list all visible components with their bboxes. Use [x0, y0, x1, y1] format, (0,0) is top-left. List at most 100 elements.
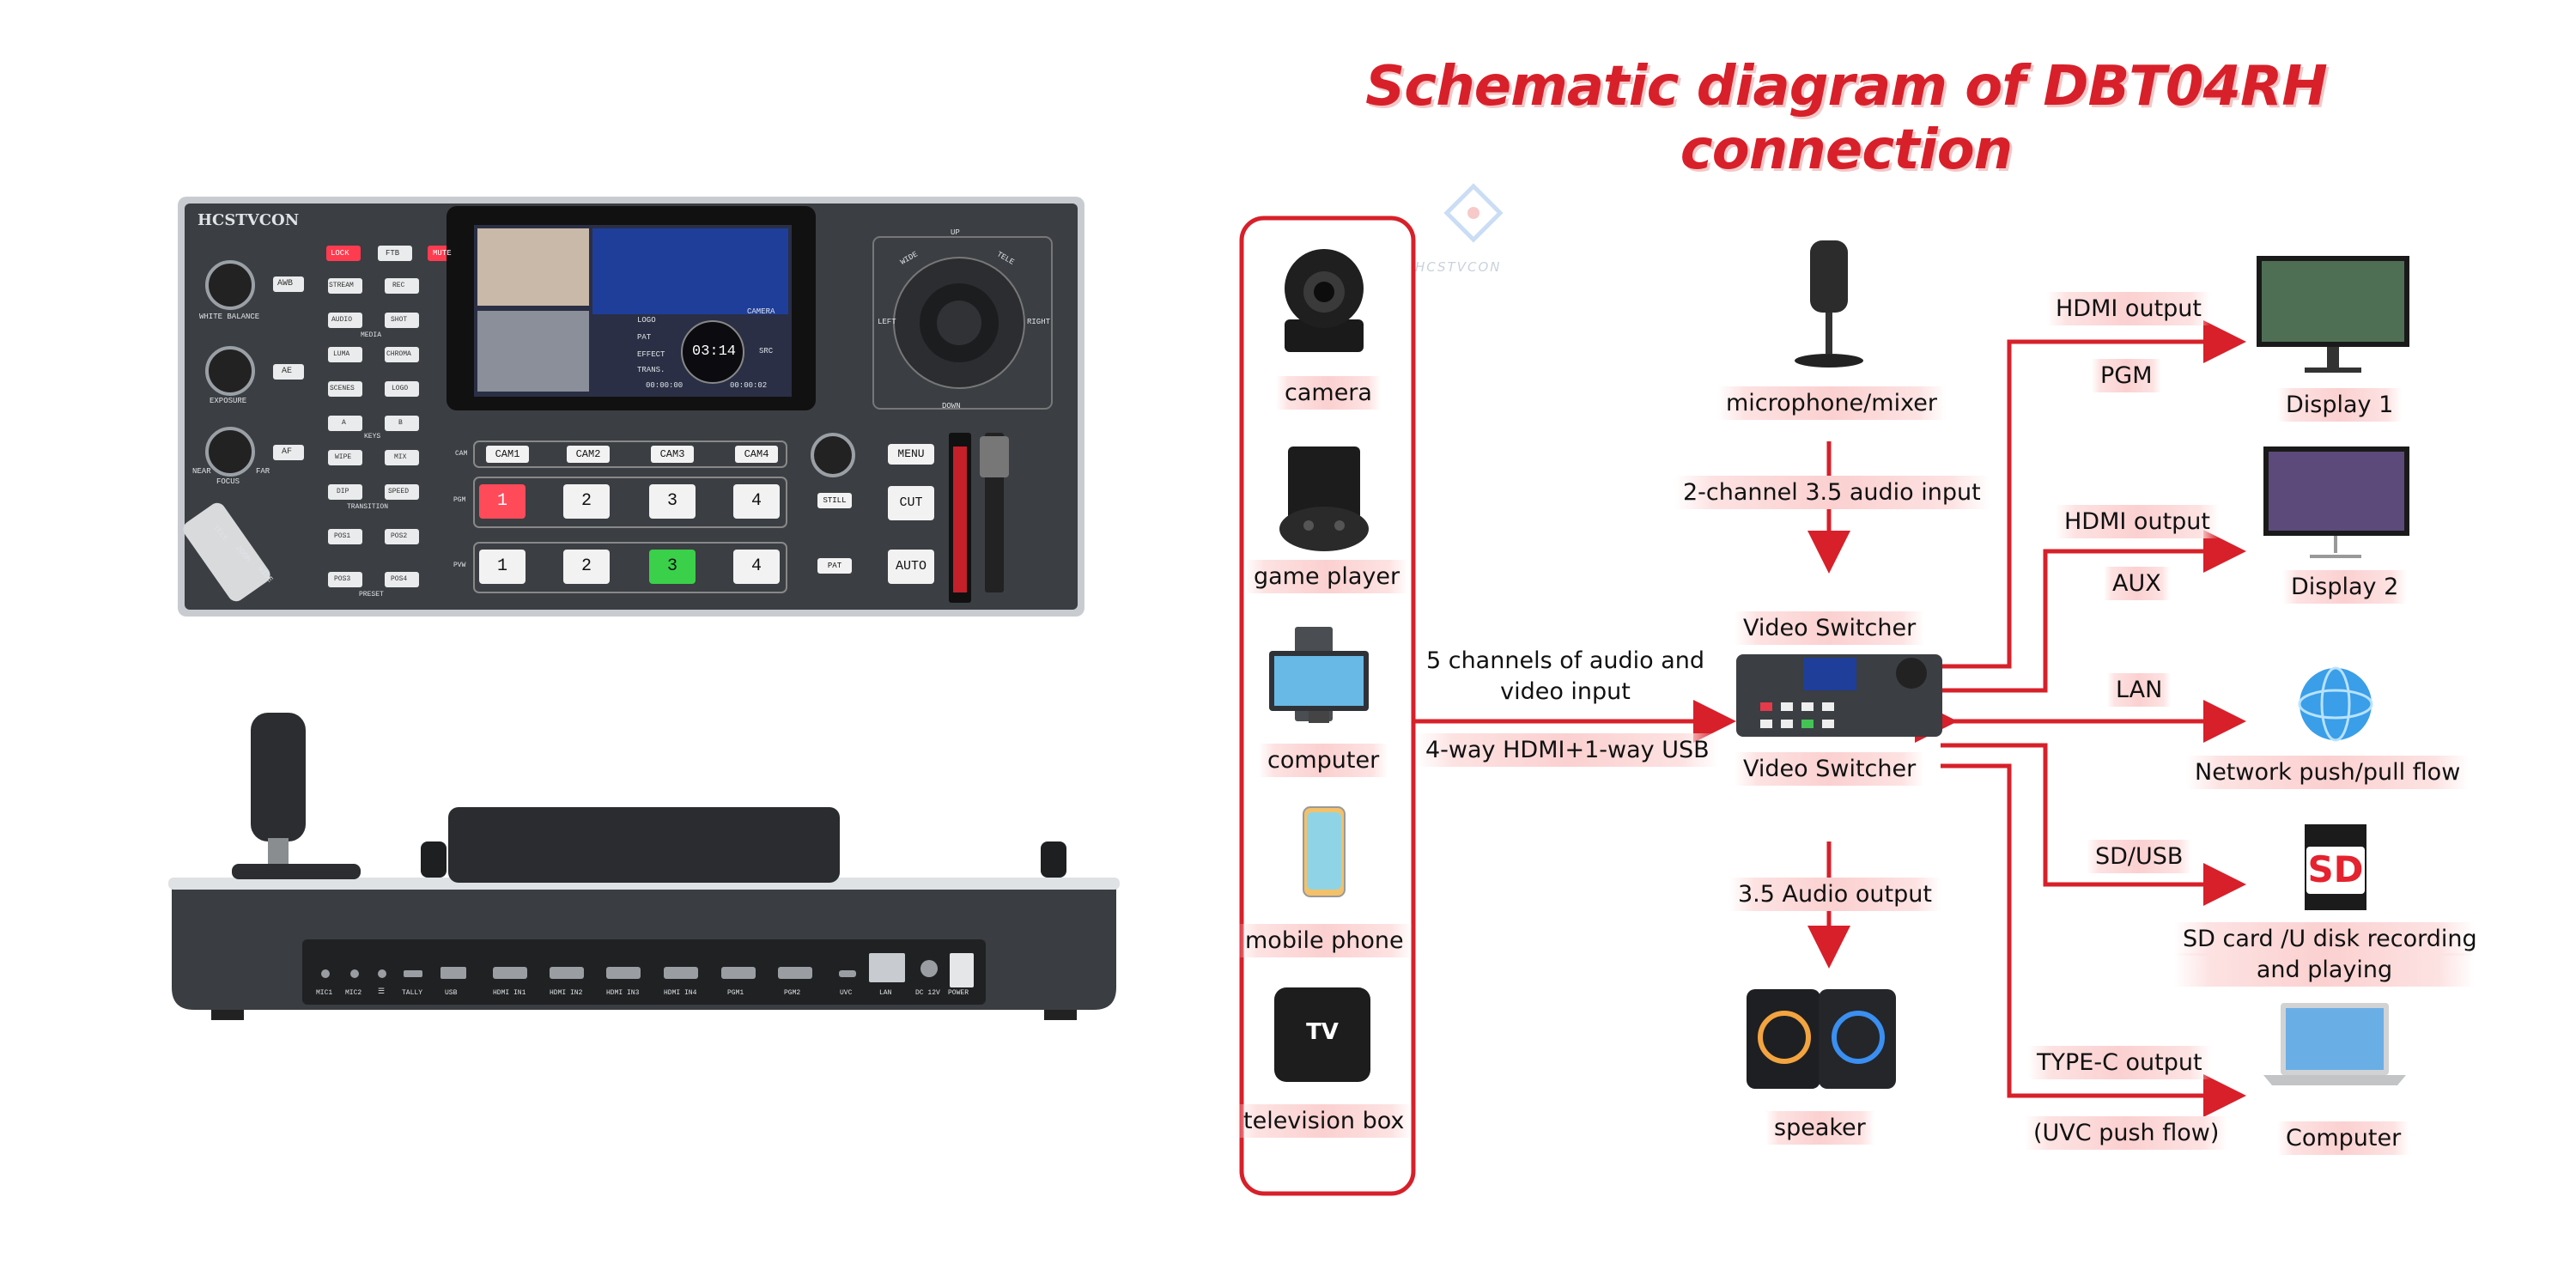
- pos4-button[interactable]: POS4: [391, 575, 408, 583]
- pvw-4-button[interactable]: 4: [733, 550, 780, 584]
- rear-knob-icon: [421, 841, 447, 878]
- cam-row-frame: [473, 440, 787, 468]
- mute-button[interactable]: MUTE: [433, 249, 452, 258]
- port-label: POWER: [948, 989, 969, 997]
- ptz-camera-icon: [1285, 249, 1364, 352]
- preset-section-label: PRESET: [359, 591, 384, 598]
- joystick-frame: [872, 236, 1053, 410]
- rear-screen-housing: [448, 807, 840, 883]
- port-label: USB: [445, 989, 458, 997]
- focus-label: FOCUS: [216, 477, 240, 486]
- rear-foot: [211, 1010, 244, 1020]
- ae-button[interactable]: AE: [282, 367, 293, 376]
- pvw-row-label: PVW: [453, 562, 466, 569]
- pvw-1-button[interactable]: 1: [479, 550, 526, 584]
- auto-button[interactable]: AUTO: [888, 550, 934, 584]
- screen-text: LOGO: [637, 316, 656, 325]
- screen-text: 00:00:00: [646, 381, 683, 390]
- output-link-top: HDMI output: [2047, 292, 2210, 326]
- scenes-button[interactable]: SCENES: [330, 385, 355, 392]
- awb-button[interactable]: AWB: [277, 279, 294, 289]
- monitor-icon: [2263, 447, 2409, 558]
- input-label-line1: 5 channels of audio and: [1425, 647, 1705, 674]
- rear-top-edge: [168, 878, 1120, 890]
- output-link-bottom: AUX: [2104, 567, 2170, 601]
- port-label: MIC2: [345, 989, 362, 997]
- input-label-line3: 4-way HDMI+1-way USB: [1417, 733, 1718, 768]
- pos1-button[interactable]: POS1: [334, 532, 351, 540]
- pgm-1-button[interactable]: 1: [479, 484, 526, 519]
- pgm-row-label: PGM: [453, 496, 466, 504]
- key-a-button[interactable]: A: [342, 419, 346, 427]
- pat-button[interactable]: PAT: [817, 558, 852, 574]
- joystick-left-label: LEFT: [878, 318, 896, 326]
- joystick-knob-icon: [251, 713, 306, 841]
- microphone-icon: [1795, 240, 1863, 368]
- joystick-down-label: DOWN: [942, 402, 961, 410]
- game-console-icon: [1279, 447, 1369, 551]
- cam1-button[interactable]: CAM1: [486, 446, 529, 463]
- input-label-line2: video input: [1500, 678, 1631, 705]
- source-label-computer: computer: [1259, 744, 1388, 778]
- stream-button[interactable]: STREAM: [329, 282, 354, 289]
- switcher-bottom-label: Video Switcher: [1735, 752, 1925, 787]
- desktop-computer-icon: [1269, 627, 1369, 723]
- keys-section-label: KEYS: [364, 433, 381, 440]
- ftb-button[interactable]: FTB: [386, 249, 400, 258]
- monitor-icon: [2257, 256, 2409, 373]
- speaker-icon: [1747, 989, 1896, 1089]
- af-button-shape: [273, 445, 304, 460]
- luma-button[interactable]: LUMA: [333, 350, 350, 358]
- lock-button[interactable]: LOCK: [331, 249, 349, 258]
- video-switcher-icon: [1736, 654, 1942, 737]
- port-label: TALLY: [402, 989, 423, 997]
- logo-button[interactable]: LOGO: [392, 385, 409, 392]
- screen-timer-dial: [681, 320, 744, 384]
- screen-text: 00:00:02: [730, 381, 768, 390]
- output-target-display-2: Display 2: [2282, 570, 2408, 605]
- rec-button[interactable]: REC: [392, 282, 405, 289]
- source-label-mobile-phone: mobile phone: [1236, 924, 1413, 958]
- aux-output-arrow: [1941, 530, 2246, 693]
- speed-button[interactable]: SPEED: [388, 488, 410, 495]
- screen-timer: 03:14: [692, 343, 737, 360]
- rear-port-panel: [302, 939, 986, 1005]
- port-label: HDMI IN3: [606, 989, 640, 997]
- pgm-2-button[interactable]: 2: [563, 484, 610, 519]
- cut-button[interactable]: CUT: [888, 486, 934, 520]
- cam3-button[interactable]: CAM3: [651, 446, 694, 463]
- cam2-button[interactable]: CAM2: [567, 446, 610, 463]
- transition-section-label: TRANSITION: [347, 503, 389, 511]
- pgm-3-button[interactable]: 3: [649, 484, 696, 519]
- still-button[interactable]: STILL: [817, 493, 852, 508]
- pvw-3-button[interactable]: 3: [649, 550, 696, 584]
- output-link-bottom: PGM: [2092, 359, 2161, 393]
- port-label: HDMI IN2: [550, 989, 583, 997]
- screen-thumb: [477, 311, 589, 392]
- key-b-button[interactable]: B: [398, 419, 403, 427]
- screen-text: CAMERA: [747, 307, 775, 316]
- joystick-up-label: UP: [951, 228, 960, 237]
- wipe-button[interactable]: WIPE: [335, 453, 352, 461]
- laptop-icon: [2263, 1003, 2406, 1085]
- shot-button[interactable]: SHOT: [391, 316, 408, 324]
- menu-button[interactable]: MENU: [888, 444, 934, 465]
- audio-button[interactable]: AUDIO: [331, 316, 353, 324]
- globe-icon: [2298, 666, 2373, 742]
- port-label: PGM2: [784, 989, 801, 997]
- port-label: MIC1: [316, 989, 333, 997]
- pos2-button[interactable]: POS2: [391, 532, 408, 540]
- pos3-button[interactable]: POS3: [334, 575, 351, 583]
- output-link-top: TYPE-C output: [2028, 1046, 2211, 1080]
- screen-text: EFFECT: [637, 350, 665, 359]
- pgm-output-arrow: [1941, 320, 2246, 669]
- source-label-television-box: television box: [1235, 1104, 1413, 1139]
- cam4-button[interactable]: CAM4: [735, 446, 778, 463]
- mix-button[interactable]: MIX: [394, 453, 407, 461]
- dip-button[interactable]: DIP: [337, 488, 349, 495]
- chroma-button[interactable]: CHROMA: [386, 350, 411, 358]
- af-button[interactable]: AF: [282, 447, 293, 457]
- pvw-2-button[interactable]: 2: [563, 550, 610, 584]
- output-target-network: Network push/pull flow: [2186, 756, 2470, 790]
- pgm-4-button[interactable]: 4: [733, 484, 780, 519]
